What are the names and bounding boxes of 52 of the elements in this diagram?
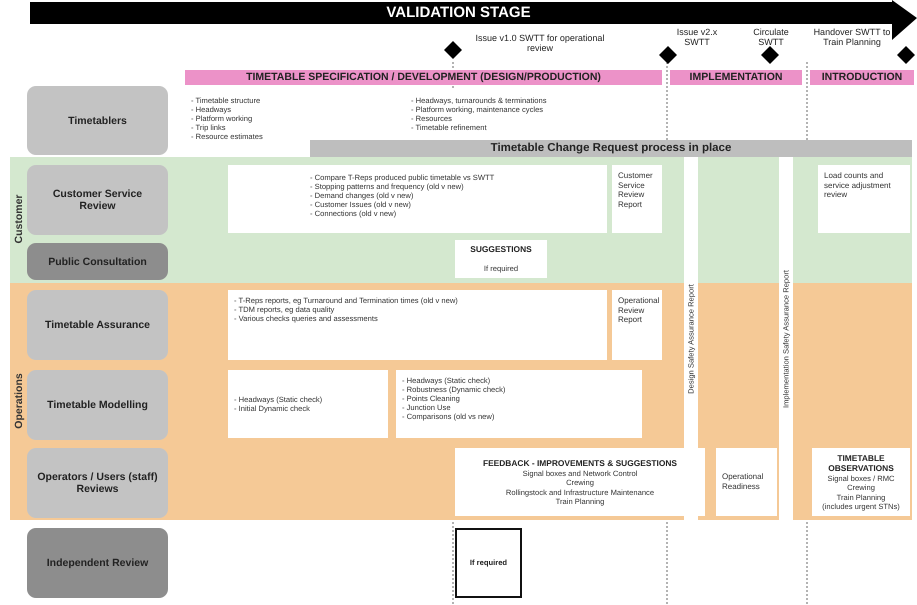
report-box (612, 165, 662, 233)
note-text: Load counts and service adjustment review (824, 171, 892, 200)
note-box (818, 165, 910, 233)
note-box (228, 370, 388, 438)
phase-header (670, 70, 802, 85)
phase-header (810, 70, 914, 85)
note-box (455, 528, 522, 598)
role-label: Public Consultation (48, 256, 147, 268)
phase-title: TIMETABLE SPECIFICATION / DEVELOPMENT (DESIGN/PRODUCTION) (245, 70, 602, 85)
role-box (27, 243, 168, 280)
milestone-diamond (659, 46, 677, 64)
role-box (27, 290, 168, 360)
section-heading: FEEDBACK - IMPROVEMENTS & SUGGESTIONS (482, 458, 678, 468)
role-box (27, 528, 168, 598)
role-box (27, 86, 168, 155)
note-box (396, 370, 642, 438)
milestone-diamond (897, 46, 915, 64)
stage-title: VALIDATION STAGE (385, 3, 532, 23)
role-box (27, 370, 168, 440)
lane-label: Operations (13, 373, 25, 429)
report-box (612, 290, 662, 360)
report-bar (684, 157, 698, 520)
section-heading: TIMETABLE OBSERVATIONS (827, 453, 895, 474)
phase-header (185, 70, 662, 85)
milestone-label: Issue v1.0 SWTT for operational review (474, 33, 606, 54)
report-label: Customer Service Review Report (618, 171, 654, 210)
role-label: Independent Review (46, 557, 148, 569)
note-box (228, 290, 607, 360)
section-heading: SUGGESTIONS (470, 244, 532, 254)
note-text: Operational Readiness (722, 472, 764, 492)
milestone-label: Circulate SWTT (752, 27, 790, 48)
role-label: Operators / Users (staff) Reviews (36, 471, 159, 495)
lane-label: Customer (13, 194, 25, 244)
feedback-box (455, 448, 705, 516)
phase-title: INTRODUCTION (820, 70, 904, 85)
note-box (228, 165, 607, 233)
note-box (455, 240, 547, 278)
phase-title: IMPLEMENTATION (688, 70, 784, 85)
process-bar (310, 140, 912, 157)
milestone-label: Handover SWTT to Train Planning (812, 27, 892, 48)
role-label: Timetable Modelling (47, 399, 148, 411)
process-label: Timetable Change Request process in place (490, 141, 732, 156)
milestone-label: Issue v2.x SWTT (676, 27, 718, 48)
role-box (27, 165, 168, 235)
report-bar (779, 157, 793, 520)
role-label: Timetable Assurance (44, 319, 150, 331)
milestone-diamond (761, 46, 779, 64)
observations-box (812, 448, 910, 516)
note-box (716, 448, 777, 516)
role-box (27, 448, 168, 518)
role-label: Customer Service Review (52, 188, 144, 212)
role-label: Timetablers (68, 114, 127, 126)
